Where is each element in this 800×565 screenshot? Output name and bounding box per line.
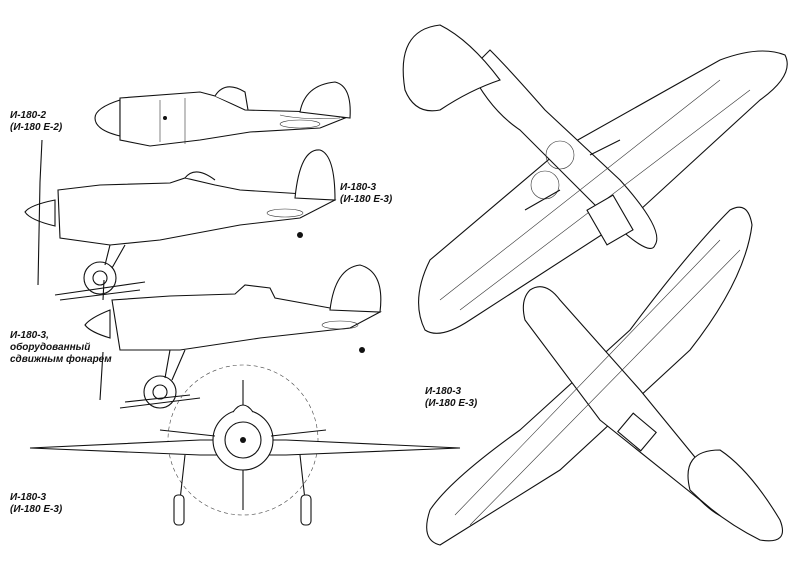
label-line: (И-180 Е-3) [340,194,393,205]
label-line: (И-180 Е-3) [425,398,478,409]
label-i180-3-canopy: И-180-3, оборудованный сдвижным фонарем [10,330,112,366]
label-line: И-180-3 [425,386,462,397]
label-line: (И-180 Е-3) [10,504,63,515]
front-view [29,364,461,526]
label-line: И-180-2 [10,110,47,121]
label-i180-2: И-180-2 (И-180 Е-2) [10,110,62,134]
label-i180-3-front: И-180-3 (И-180 Е-3) [10,492,62,516]
label-line: оборудованный [10,342,91,353]
plan-view-underside [402,24,788,334]
side-view-i180-3-sliding-canopy [84,264,382,409]
side-view-i180-3 [24,139,337,301]
label-line: И-180-3 [10,492,47,503]
label-i180-3-side: И-180-3 (И-180 Е-3) [340,182,392,206]
plan-view-upper [426,206,784,546]
label-line: И-180-3, [10,330,49,341]
label-i180-3-top: И-180-3 (И-180 Е-3) [425,386,477,410]
side-view-i180-2 [94,81,351,147]
label-line: (И-180 Е-2) [10,122,63,133]
label-line: И-180-3 [340,182,377,193]
label-line: сдвижным фонарем [10,354,112,365]
